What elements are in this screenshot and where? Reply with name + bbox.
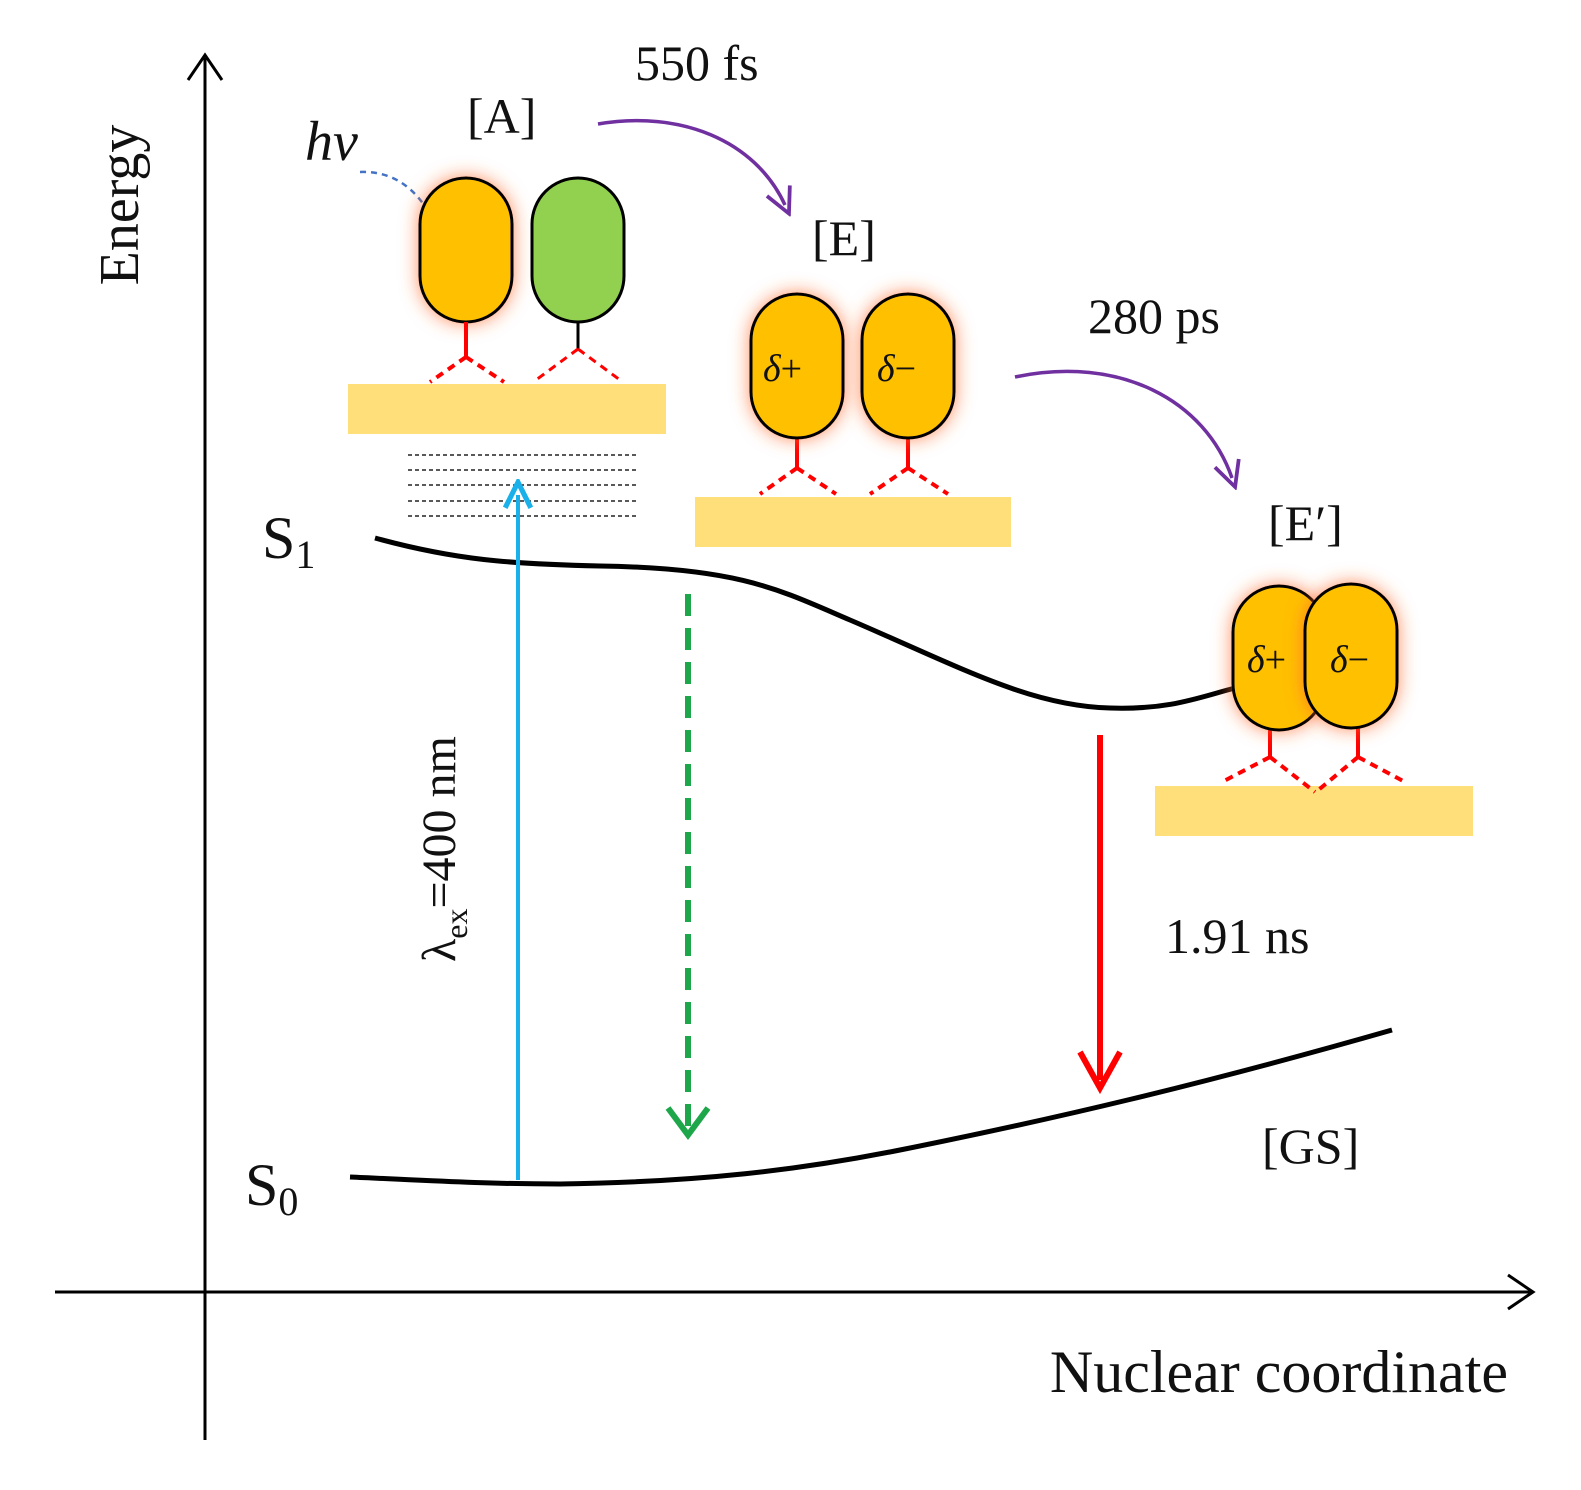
species-a-label: [A] xyxy=(467,88,536,144)
species-a-diagram xyxy=(348,176,666,434)
x-axis-arrowhead xyxy=(1507,1273,1536,1311)
axes: Energy Nuclear coordinate xyxy=(55,52,1536,1440)
vibrational-levels xyxy=(408,454,638,517)
charge-e-right: δ− xyxy=(877,348,916,390)
charge-eprime-right: δ− xyxy=(1330,639,1369,681)
species-e-diagram: δ+ δ− xyxy=(695,292,1011,547)
substrate-eprime xyxy=(1155,786,1473,836)
species-eprime-diagram: δ+ δ− xyxy=(1155,582,1473,836)
excitation-label: λex=400 nm xyxy=(413,736,474,962)
capsule-e-right xyxy=(860,292,956,440)
timescale-e-to-eprime: 280 ps xyxy=(1088,288,1220,344)
timescale-a-to-e: 550 fs xyxy=(635,35,759,91)
purple-arrow-a-to-e xyxy=(597,118,785,205)
species-gs-label: [GS] xyxy=(1262,1118,1359,1174)
capsule-a-donor xyxy=(418,176,514,324)
linker-eprime-left xyxy=(1221,728,1317,794)
green-dashed-arrow xyxy=(665,594,711,1141)
charge-e-left: δ+ xyxy=(763,348,802,390)
photon-label: hv xyxy=(305,111,358,173)
s1-curve xyxy=(374,535,1236,711)
species-eprime-label: [E′] xyxy=(1268,495,1343,551)
red-emission-arrow xyxy=(1077,735,1123,1095)
substrate-e xyxy=(695,497,1011,547)
capsule-e-left xyxy=(749,292,845,440)
y-axis-arrowhead xyxy=(186,52,224,81)
capsule-a-acceptor xyxy=(530,176,626,324)
linker-eprime-right xyxy=(1314,728,1406,794)
y-axis-label: Energy xyxy=(89,125,151,286)
charge-eprime-left: δ+ xyxy=(1247,639,1286,681)
linker-e-right xyxy=(868,438,950,496)
capsule-eprime-right xyxy=(1303,582,1399,730)
s0-label: S0 xyxy=(245,1152,298,1224)
timescale-eprime-to-gs: 1.91 ns xyxy=(1165,908,1309,964)
purple-arrow-e-to-eprime xyxy=(1014,369,1232,478)
linker-e-left xyxy=(758,438,838,496)
linker-a-right xyxy=(535,347,621,382)
s0-curve xyxy=(349,1027,1393,1187)
x-axis-label: Nuclear coordinate xyxy=(1050,1339,1508,1405)
species-e-label: [E] xyxy=(812,210,876,266)
s1-label: S1 xyxy=(262,505,315,577)
substrate-a xyxy=(348,384,666,434)
